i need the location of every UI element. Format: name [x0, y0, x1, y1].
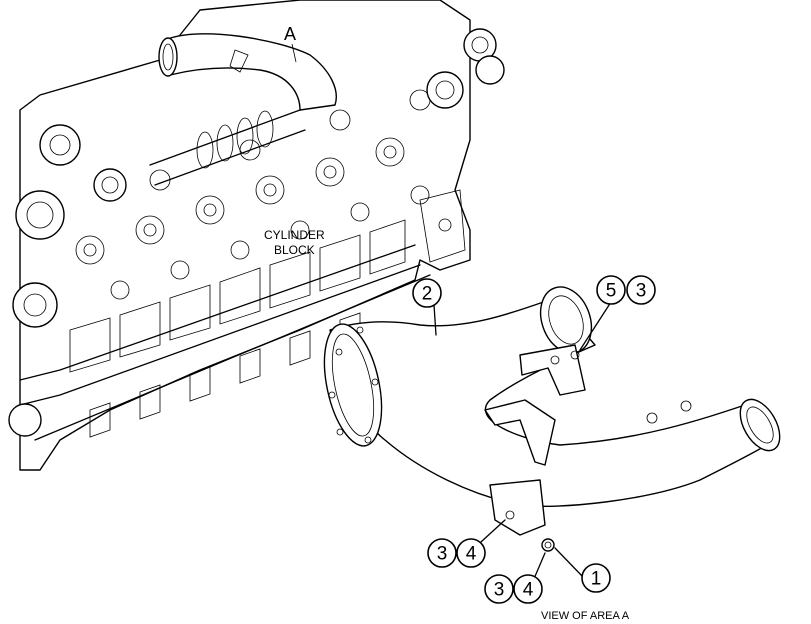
svg-text:4: 4	[466, 544, 477, 565]
svg-text:5: 5	[606, 281, 617, 302]
svg-text:1: 1	[591, 569, 602, 590]
svg-text:3: 3	[437, 544, 448, 565]
callout-3-low: 3	[484, 574, 514, 604]
view-caption: VIEW OF AREA A	[541, 610, 630, 622]
callout-4-mid: 4	[456, 538, 486, 568]
cylinder-block-label-line1: CYLINDER	[264, 228, 325, 242]
callout-4-low: 4	[513, 574, 543, 604]
callout-1: 1	[581, 563, 611, 593]
callout-2: 2	[412, 278, 442, 308]
callout-3-top: 3	[626, 275, 656, 305]
svg-text:4: 4	[523, 580, 534, 601]
svg-text:3: 3	[494, 580, 505, 601]
svg-text:2: 2	[422, 284, 433, 305]
area-a-marker: A	[284, 24, 296, 44]
cylinder-block-label-line2: BLOCK	[274, 243, 315, 257]
callout-3-mid: 3	[427, 538, 457, 568]
engine-illustration: A CYLINDER BLOCK	[8, 0, 505, 471]
svg-text:3: 3	[636, 281, 647, 302]
callout-5-top: 5	[596, 275, 626, 305]
elbow-detail	[323, 286, 781, 552]
